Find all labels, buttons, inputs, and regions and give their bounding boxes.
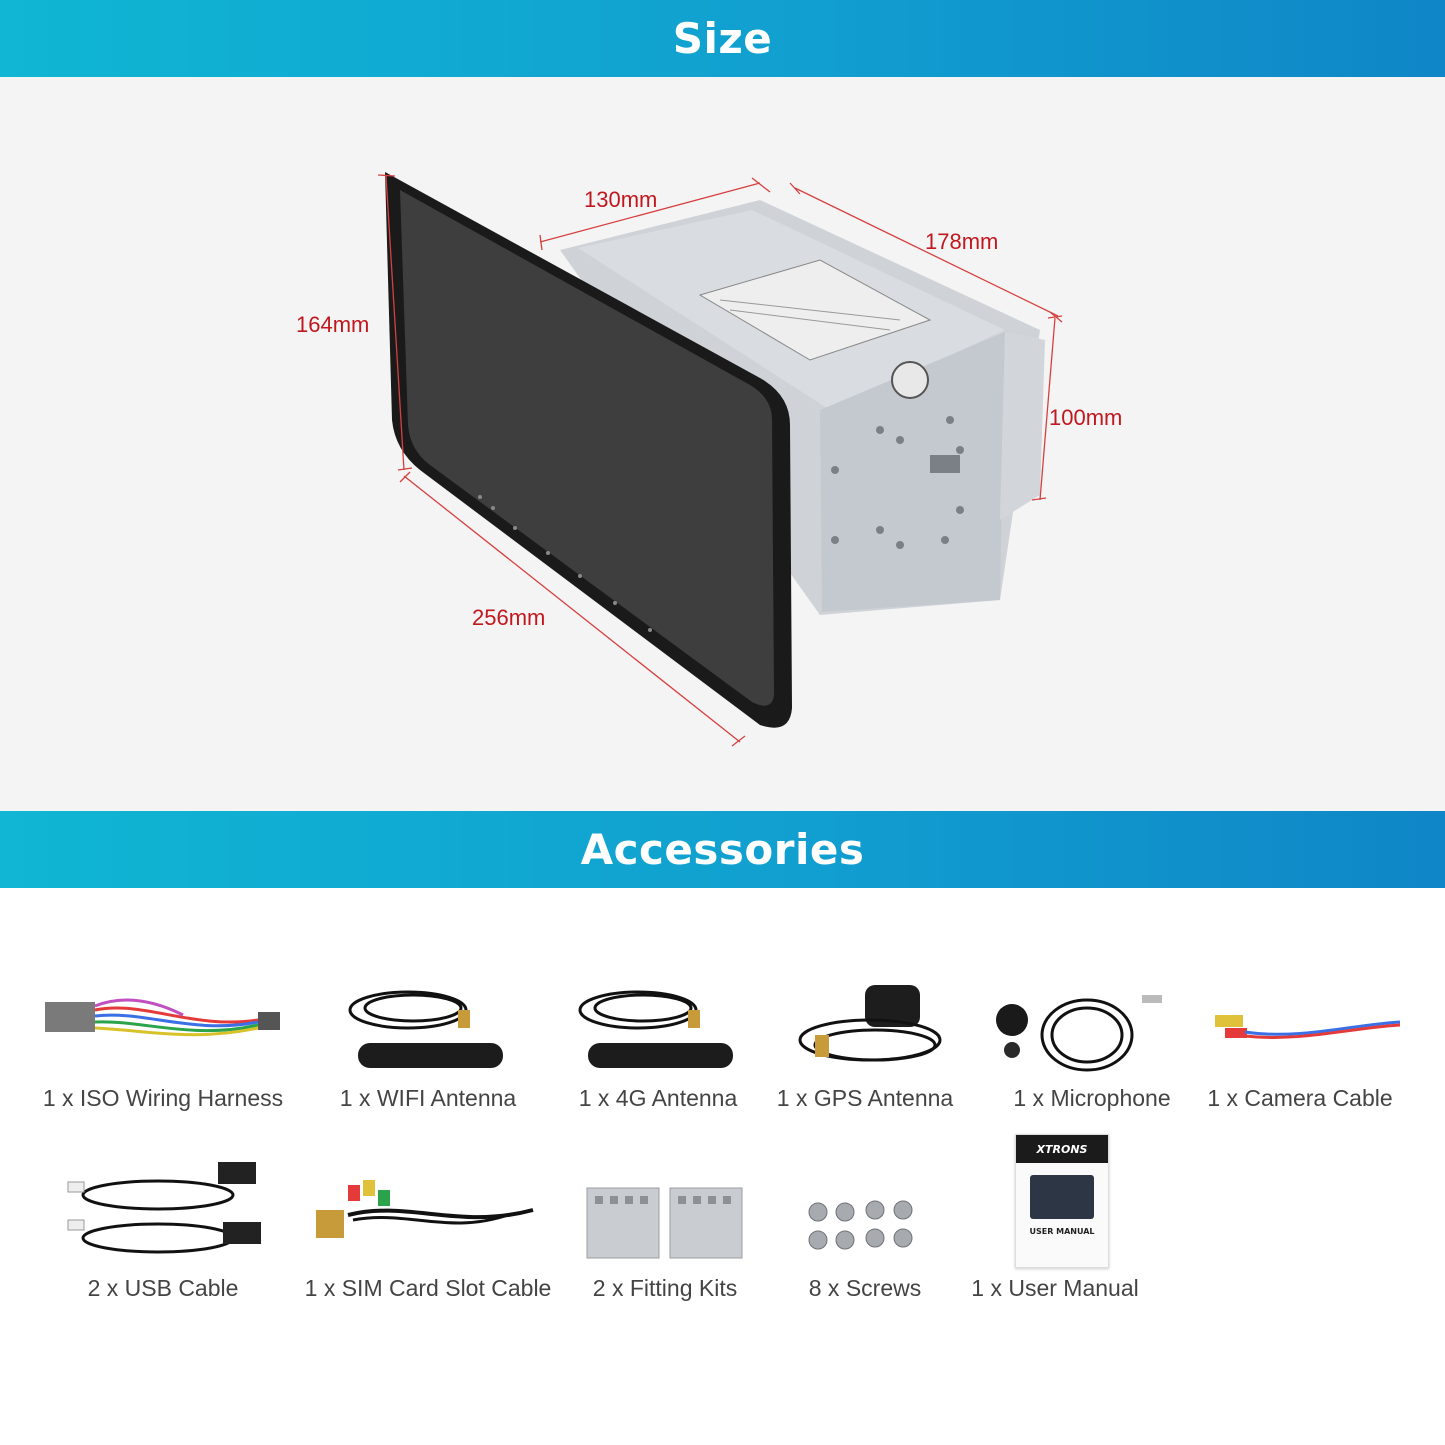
camera-cable-icon (1215, 1015, 1401, 1039)
dimension-box-width-label: 178mm (925, 229, 999, 254)
accessory-label: 1 x User Manual (971, 1275, 1139, 1301)
accessory-label: 2 x Fitting Kits (592, 1275, 738, 1301)
dimension-depth-label: 130mm (584, 187, 658, 212)
manual-screen-image (1030, 1175, 1094, 1219)
accessory-label: 1 x GPS Antenna (776, 1085, 954, 1111)
dimension-screen-width-label: 256mm (472, 605, 546, 630)
dimension-box-height-label: 100mm (1049, 405, 1123, 430)
accessory-label: 1 x WIFI Antenna (339, 1085, 517, 1111)
wiring-harness-icon (45, 998, 280, 1037)
accessories-title: Accessories (580, 825, 865, 874)
user-manual-icon: XTRONS USER MANUAL (1015, 1134, 1109, 1268)
sim-cable-icon (316, 1180, 534, 1238)
size-diagram-area: 130mm 178mm 164mm 100mm 256mm (0, 77, 1445, 811)
accessory-label: 1 x SIM Card Slot Cable (304, 1275, 552, 1301)
accessories-banner: Accessories (0, 811, 1445, 888)
dimension-screen-height-label: 164mm (296, 312, 370, 337)
accessory-label: 1 x Camera Cable (1207, 1085, 1393, 1111)
wifi-antenna-icon (348, 990, 503, 1068)
gps-antenna-icon (798, 985, 942, 1062)
manual-title: USER MANUAL (1029, 1227, 1095, 1236)
accessory-label: 1 x 4G Antenna (578, 1085, 738, 1111)
accessory-label: 1 x Microphone (1013, 1085, 1171, 1111)
product-dimension-illustration (377, 172, 1063, 747)
usb-cable-icon (67, 1162, 261, 1254)
size-banner: Size (0, 0, 1445, 77)
manual-brand: XTRONS (1036, 1142, 1088, 1156)
accessory-label: 8 x Screws (808, 1275, 922, 1301)
manual-brand-bar: XTRONS (1016, 1135, 1108, 1163)
accessory-label: 1 x ISO Wiring Harness (42, 1085, 284, 1111)
4g-antenna-icon (578, 990, 733, 1068)
screws-icon (808, 1200, 913, 1250)
size-title: Size (672, 14, 773, 63)
fitting-kit-icon (586, 1187, 743, 1259)
accessory-label: 2 x USB Cable (87, 1275, 239, 1301)
microphone-icon (996, 995, 1162, 1072)
